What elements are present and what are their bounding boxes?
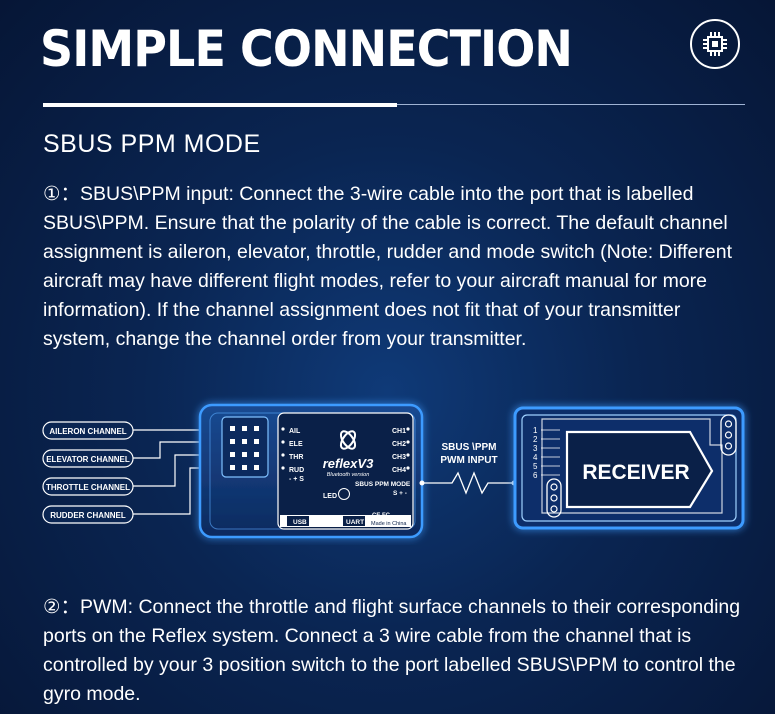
title-underline-bold — [43, 103, 397, 107]
instruction-sbus-ppm: ①：SBUS\PPM input: Connect the 3-wire cab… — [43, 183, 732, 350]
uart-label: UART — [346, 519, 364, 526]
title-underline-thin — [397, 104, 745, 105]
port-label: ELE — [289, 441, 303, 448]
subbrand-label: Bluetooth version — [327, 472, 370, 478]
section-heading: SBUS PPM MODE — [43, 130, 261, 158]
polarity-label: - + S — [289, 476, 304, 483]
brand-label: reflexV3 — [323, 456, 374, 471]
link-label-line1: SBUS \PPM — [441, 442, 496, 453]
cert-label: CE FC — [372, 513, 391, 519]
channel-label: AILERON CHANNEL — [49, 427, 126, 436]
sbus-link: SBUS \PPM PWM INPUT — [419, 442, 517, 495]
receiver-channel-number: 5 — [533, 462, 538, 471]
receiver-channel-number: 6 — [533, 471, 538, 480]
channel-pill-throttle: THROTTLE CHANNEL — [42, 477, 134, 496]
receiver-label: RECEIVER — [582, 461, 689, 484]
usb-label: USB — [293, 519, 307, 526]
port-label: CH4 — [392, 467, 406, 474]
page-title: SIMPLE CONNECTION — [40, 20, 573, 78]
instruction-pwm: ②：PWM: Connect the throttle and flight s… — [43, 596, 741, 705]
mode-polarity: S + - — [393, 490, 407, 497]
port-label: CH1 — [392, 428, 406, 435]
port-label: AIL — [289, 428, 301, 435]
channel-pill-rudder: RUDDER CHANNEL — [42, 505, 134, 524]
port-label: CH3 — [392, 454, 406, 461]
port-label: CH2 — [392, 441, 406, 448]
reflex-logo-icon — [339, 430, 357, 450]
channel-label: ELEVATOR CHANNEL — [46, 455, 130, 464]
chip-icon[interactable] — [690, 19, 740, 69]
made-in-label: Made in China — [371, 521, 407, 527]
connection-diagram: AILERON CHANNEL ELEVATOR CHANNEL THROTTL… — [42, 403, 745, 539]
receiver-channel-number: 3 — [533, 444, 538, 453]
link-label-line2: PWM INPUT — [440, 455, 497, 466]
led-label: LED — [323, 493, 337, 500]
receiver-channel-number: 2 — [533, 435, 538, 444]
channel-wires — [133, 429, 205, 515]
receiver-device: RECEIVER 1 2 3 4 5 6 — [513, 406, 745, 530]
port-label: THR — [289, 454, 303, 461]
receiver-channel-number: 4 — [533, 453, 538, 462]
reflex-device: AIL ELE THR RUD - + S CH1 CH2 CH3 CH4 SB… — [198, 403, 424, 539]
mode-label: SBUS PPM MODE — [355, 481, 411, 488]
channel-pill-aileron: AILERON CHANNEL — [42, 421, 134, 440]
port-label: RUD — [289, 467, 304, 474]
channel-labels: AILERON CHANNEL ELEVATOR CHANNEL THROTTL… — [42, 421, 134, 524]
receiver-channel-number: 1 — [533, 426, 538, 435]
channel-label: THROTTLE CHANNEL — [46, 483, 130, 492]
channel-pill-elevator: ELEVATOR CHANNEL — [42, 449, 134, 468]
channel-label: RUDDER CHANNEL — [50, 511, 126, 520]
